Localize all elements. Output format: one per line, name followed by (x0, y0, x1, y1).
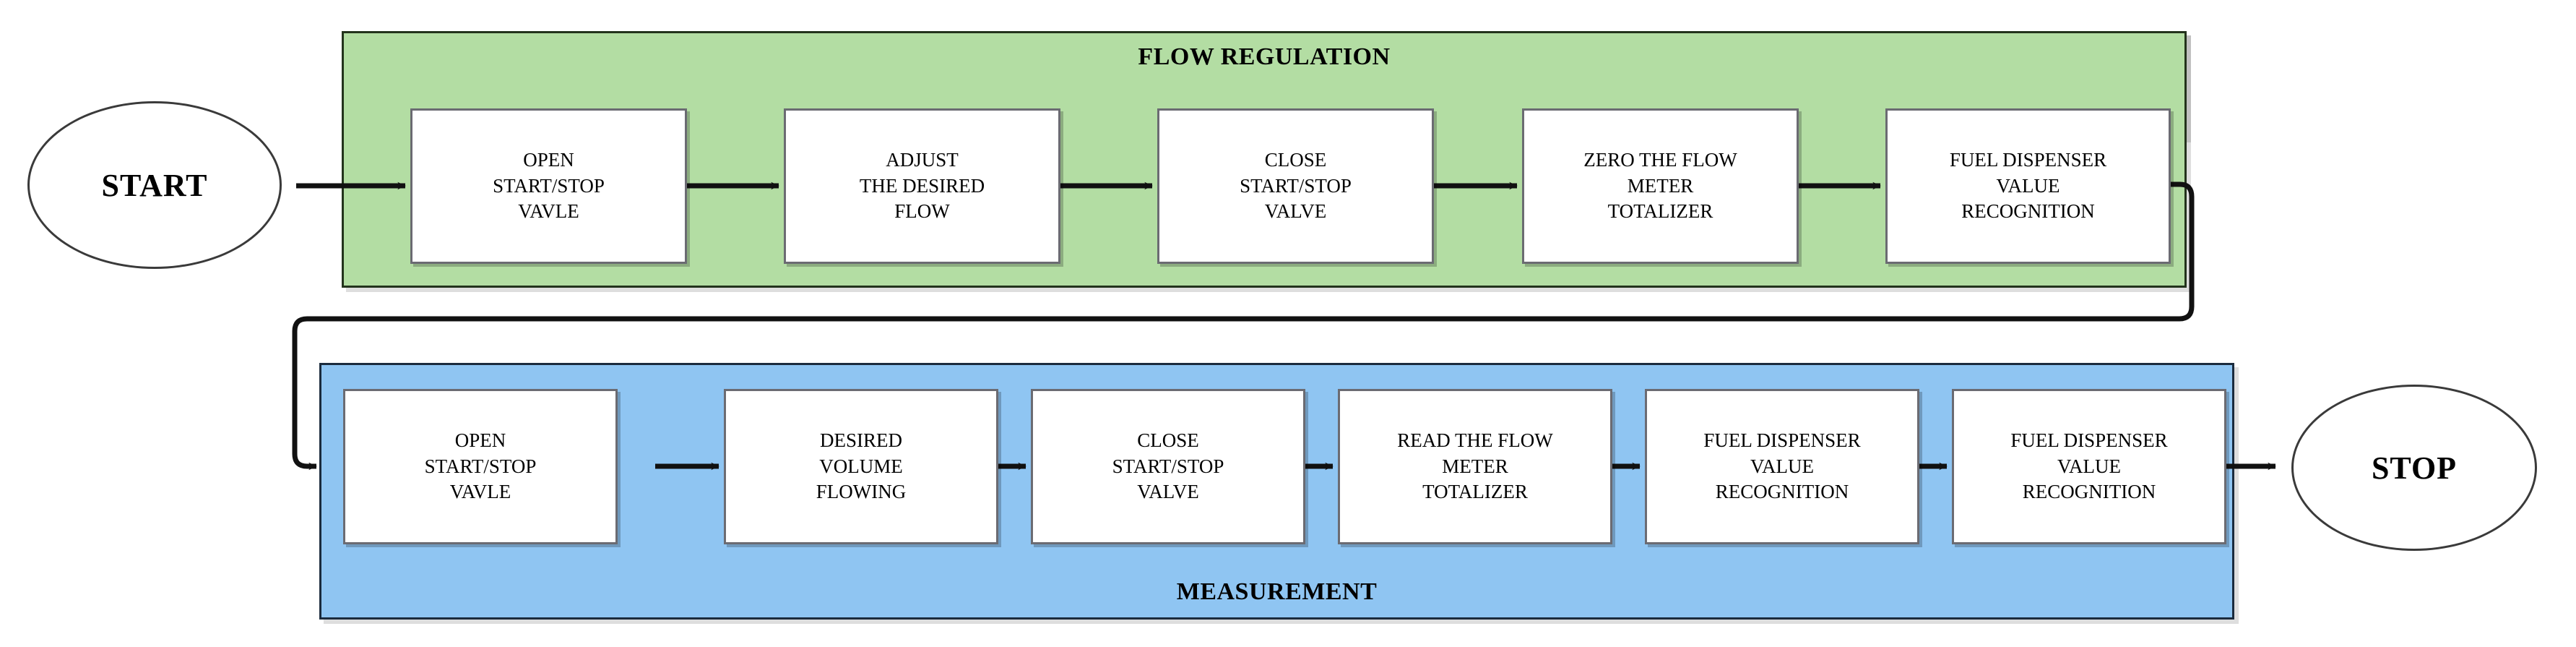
process-line: ZERO THE FLOW (1583, 149, 1737, 171)
process-line: CLOSE (1137, 429, 1199, 452)
process-line: START/STOP (1112, 455, 1224, 477)
process-line: START/STOP (424, 455, 537, 477)
process-box-fuel-dispenser-value-recognition-1[interactable]: FUEL DISPENSER VALUE RECOGNITION (1885, 108, 2171, 264)
process-line: TOTALIZER (1422, 481, 1528, 503)
process-box-open-start-stop-vavle-1[interactable]: OPEN START/STOP VAVLE (410, 108, 687, 264)
process-box-adjust-the-desired-flow[interactable]: ADJUST THE DESIRED FLOW (784, 108, 1060, 264)
process-box-close-start-stop-valve-2[interactable]: CLOSE START/STOP VALVE (1031, 389, 1305, 544)
process-line: TOTALIZER (1607, 200, 1713, 223)
process-line: VALUE (1750, 455, 1814, 477)
terminator-stop-label: STOP (2371, 450, 2458, 486)
terminator-stop[interactable]: STOP (2291, 385, 2537, 551)
process-line: OPEN (454, 429, 506, 452)
process-line: VALVE (1264, 200, 1327, 223)
process-line: FLOWING (816, 481, 907, 503)
process-line: ADJUST (886, 149, 959, 171)
process-line: FUEL DISPENSER (1703, 429, 1861, 452)
process-line: OPEN (523, 149, 574, 171)
process-line: VALVE (1137, 481, 1199, 503)
process-line: START/STOP (493, 174, 605, 197)
process-line: VOLUME (819, 455, 903, 477)
panel-title-flow-regulation: FLOW REGULATION (1138, 43, 1391, 70)
process-line: RECOGNITION (1715, 481, 1849, 503)
process-line: FLOW (894, 200, 950, 223)
process-line: THE DESIRED (859, 174, 985, 197)
panel-title-measurement: MEASUREMENT (1176, 578, 1378, 605)
process-box-close-start-stop-valve-1[interactable]: CLOSE START/STOP VALVE (1157, 108, 1434, 264)
process-line: FUEL DISPENSER (2010, 429, 2168, 452)
process-line: READ THE FLOW (1397, 429, 1553, 452)
process-line: RECOGNITION (2022, 481, 2156, 503)
process-box-fuel-dispenser-value-recognition-3[interactable]: FUEL DISPENSER VALUE RECOGNITION (1952, 389, 2226, 544)
process-line: FUEL DISPENSER (1949, 149, 2107, 171)
process-box-desired-volume-flowing[interactable]: DESIRED VOLUME FLOWING (724, 389, 998, 544)
process-line: START/STOP (1240, 174, 1352, 197)
process-box-fuel-dispenser-value-recognition-2[interactable]: FUEL DISPENSER VALUE RECOGNITION (1645, 389, 1919, 544)
process-line: VALUE (1996, 174, 2060, 197)
process-line: RECOGNITION (1961, 200, 2095, 223)
process-box-open-start-stop-vavle-2[interactable]: OPEN START/STOP VAVLE (343, 389, 618, 544)
process-line: VAVLE (449, 481, 511, 503)
process-box-zero-the-flow-meter-totalizer[interactable]: ZERO THE FLOW METER TOTALIZER (1522, 108, 1799, 264)
process-line: METER (1627, 174, 1694, 197)
process-line: DESIRED (820, 429, 902, 452)
process-line: CLOSE (1264, 149, 1327, 171)
process-box-read-the-flow-meter-totalizer[interactable]: READ THE FLOW METER TOTALIZER (1338, 389, 1612, 544)
process-line: VAVLE (518, 200, 579, 223)
process-line: VALUE (2057, 455, 2121, 477)
terminator-start-label: START (101, 167, 208, 203)
process-line: METER (1442, 455, 1508, 477)
terminator-start[interactable]: START (27, 101, 282, 269)
